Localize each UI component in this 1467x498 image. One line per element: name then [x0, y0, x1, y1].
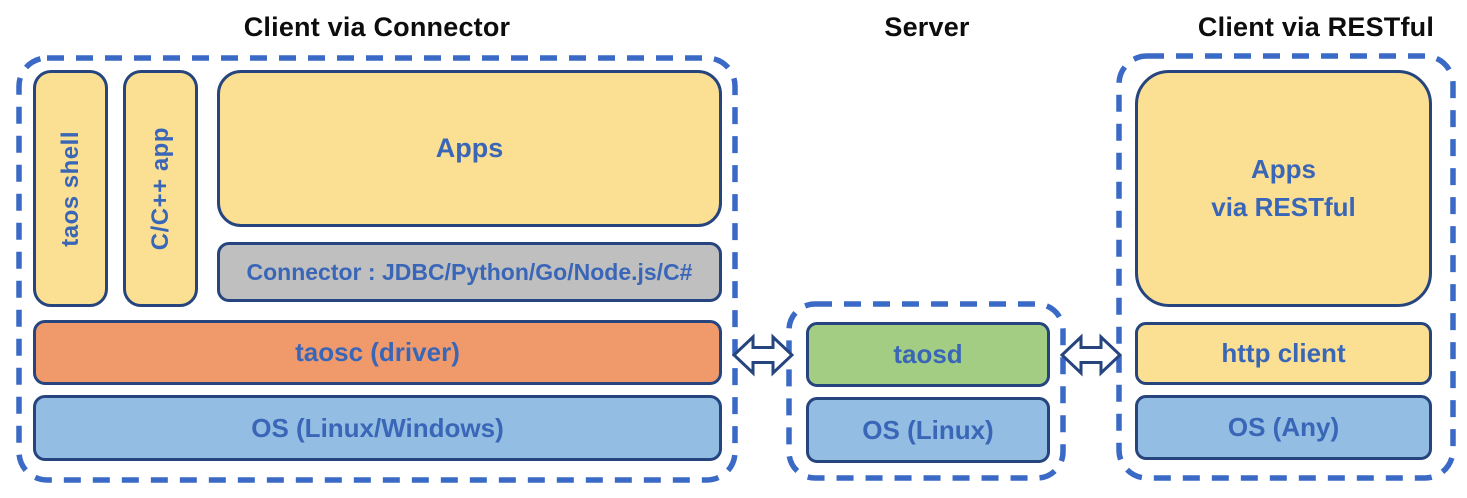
taosd-box: taosd	[806, 322, 1050, 387]
apps-box: Apps	[217, 70, 722, 227]
taos-shell-label: taos shell	[56, 130, 84, 247]
os-linux-box: OS (Linux)	[806, 397, 1050, 463]
os-linux-label: OS (Linux)	[862, 414, 994, 445]
section-title-server: Server	[884, 12, 970, 42]
taos-shell-box: taos shell	[33, 70, 108, 307]
apps-via-restful-line1: Apps	[1250, 153, 1316, 184]
c-cpp-app-box: C/C++ app	[123, 70, 198, 307]
apps-via-restful-box: Apps via RESTful	[1135, 70, 1432, 307]
bidirectional-arrow-icon	[731, 333, 795, 382]
connector-label: Connector : JDBC/Python/Go/Node.js/C#	[246, 258, 693, 285]
apps-via-restful-line2: via RESTful	[1211, 191, 1356, 222]
http-client-label: http client	[1221, 338, 1346, 368]
taosd-label: taosd	[893, 339, 963, 369]
section-title-client-restful: Client via RESTful	[1197, 12, 1435, 42]
os-any-label: OS (Any)	[1227, 412, 1340, 442]
apps-label: Apps	[435, 133, 504, 163]
os-linux-windows-label: OS (Linux/Windows)	[251, 412, 504, 443]
bidirectional-arrow-icon	[1059, 333, 1123, 382]
connector-box: Connector : JDBC/Python/Go/Node.js/C#	[217, 242, 722, 302]
section-title-client-connector: Client via Connector	[243, 12, 511, 42]
http-client-box: http client	[1135, 322, 1432, 385]
os-linux-windows-box: OS (Linux/Windows)	[33, 395, 722, 461]
taosc-driver-label: taosc (driver)	[295, 337, 460, 367]
os-any-box: OS (Any)	[1135, 395, 1432, 460]
apps-via-restful-label: Apps via RESTful	[1211, 151, 1355, 226]
taosc-driver-box: taosc (driver)	[33, 320, 722, 385]
c-cpp-app-label: C/C++ app	[146, 126, 174, 251]
